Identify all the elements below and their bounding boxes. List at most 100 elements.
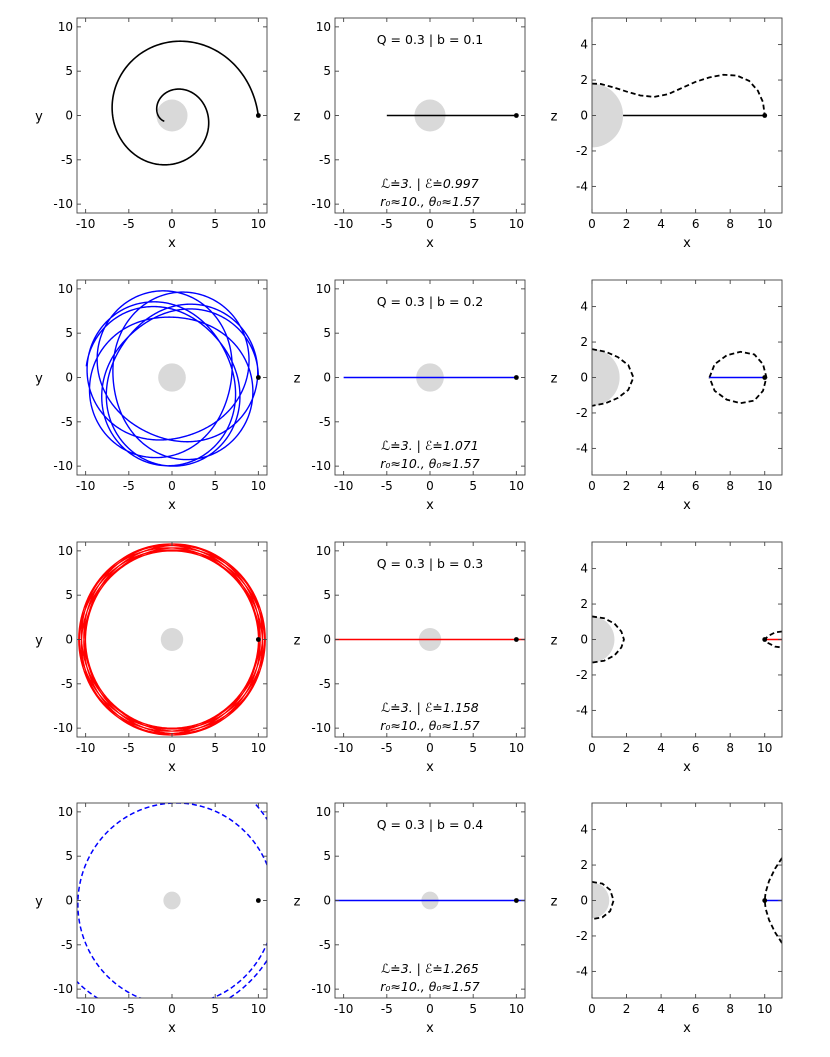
annotation-line-1: ℒ≐3. | ℰ≐0.997: [381, 176, 478, 191]
x-axis-label: x: [426, 236, 434, 251]
x-tick-label: -10: [76, 217, 96, 231]
horizon-disk: [163, 891, 181, 910]
x-tick-label: 4: [657, 217, 665, 231]
y-tick-label: -5: [319, 677, 331, 691]
y-tick-label: 2: [580, 597, 588, 611]
y-tick-label: 0: [580, 894, 588, 908]
plot-area: [335, 891, 525, 910]
annotation-line-1: ℒ≐3. | ℰ≐1.071: [381, 438, 478, 453]
x-tick-label: 0: [168, 741, 176, 755]
y-tick-label: -2: [576, 668, 588, 682]
plot-area: [77, 803, 267, 998]
horizon-disk: [158, 363, 186, 392]
y-tick-label: 5: [323, 64, 331, 78]
x-tick-label: 6: [692, 479, 700, 493]
y-tick-label: 0: [323, 894, 331, 908]
y-tick-label: -5: [319, 938, 331, 952]
y-tick-label: -10: [53, 982, 73, 996]
y-tick-label: -10: [311, 459, 331, 473]
plot-area: [592, 348, 768, 407]
y-tick-label: 4: [580, 562, 588, 576]
y-tick-label: 10: [58, 282, 73, 296]
y-tick-label: 0: [323, 371, 331, 385]
x-tick-label: 2: [623, 741, 631, 755]
x-tick-label: -10: [334, 217, 354, 231]
x-tick-label: 5: [211, 479, 219, 493]
x-axis-label: x: [426, 760, 434, 775]
y-axis-label: y: [35, 372, 43, 387]
y-tick-label: 10: [58, 805, 73, 819]
annotation-line-2: r₀≈10., θ₀≈1.57: [380, 718, 479, 733]
x-tick-label: 10: [509, 1002, 524, 1016]
y-tick-label: -4: [576, 441, 588, 455]
start-point-marker: [255, 375, 261, 380]
x-tick-label: 0: [426, 741, 434, 755]
start-point-marker: [762, 113, 768, 118]
y-tick-label: 10: [58, 20, 73, 34]
x-tick-label: 10: [757, 479, 772, 493]
y-tick-label: 10: [316, 282, 331, 296]
x-tick-label: 6: [692, 217, 700, 231]
y-tick-label: 2: [580, 858, 588, 872]
x-tick-label: -5: [123, 741, 135, 755]
y-tick-label: -10: [311, 721, 331, 735]
x-tick-label: 0: [168, 217, 176, 231]
x-tick-label: 4: [657, 1002, 665, 1016]
y-tick-label: 10: [58, 544, 73, 558]
horizon-half-disk: [592, 616, 615, 663]
zero-velocity-curve: [763, 857, 782, 944]
orbit-trajectory: [85, 290, 260, 467]
x-tick-label: 8: [726, 479, 734, 493]
x-tick-label: 0: [588, 479, 596, 493]
y-axis-label: z: [551, 372, 558, 387]
y-tick-label: 4: [580, 38, 588, 52]
start-point-marker: [513, 637, 519, 642]
panel-title: Q = 0.3 | b = 0.3: [377, 556, 484, 571]
x-tick-label: 5: [211, 217, 219, 231]
y-tick-label: 5: [323, 326, 331, 340]
x-axis-label: x: [426, 1021, 434, 1036]
y-tick-label: 10: [316, 805, 331, 819]
y-tick-label: 10: [316, 544, 331, 558]
y-tick-label: 5: [323, 588, 331, 602]
annotation-line-1: ℒ≐3. | ℰ≐1.265: [381, 961, 478, 976]
y-tick-label: -10: [53, 721, 73, 735]
annotation-line-1: ℒ≐3. | ℰ≐1.158: [381, 700, 478, 715]
y-tick-label: -5: [61, 153, 73, 167]
x-axis-label: x: [168, 236, 176, 251]
x-tick-label: 0: [588, 217, 596, 231]
x-tick-label: 8: [726, 1002, 734, 1016]
y-tick-label: -5: [61, 677, 73, 691]
x-tick-label: 5: [469, 217, 477, 231]
zero-velocity-curve: [592, 615, 625, 664]
y-tick-label: 5: [323, 849, 331, 863]
start-point-marker: [255, 898, 261, 903]
x-axis-label: x: [168, 1021, 176, 1036]
y-tick-label: -2: [576, 406, 588, 420]
y-tick-label: 0: [65, 633, 73, 647]
y-tick-label: 5: [65, 64, 73, 78]
start-point-marker: [513, 375, 519, 380]
y-axis-label: y: [35, 634, 43, 649]
y-tick-label: 0: [580, 371, 588, 385]
y-tick-label: -4: [576, 703, 588, 717]
y-tick-label: 4: [580, 823, 588, 837]
plot-area: [111, 40, 261, 166]
plot-area: [592, 73, 768, 148]
x-tick-label: 2: [623, 479, 631, 493]
plot-area: [343, 363, 519, 392]
x-tick-label: 5: [469, 1002, 477, 1016]
x-tick-label: 0: [426, 1002, 434, 1016]
x-tick-label: 10: [251, 217, 266, 231]
horizon-half-disk: [592, 882, 610, 919]
y-tick-label: -4: [576, 964, 588, 978]
x-tick-label: 10: [757, 1002, 772, 1016]
x-tick-label: 6: [692, 741, 700, 755]
x-tick-label: 5: [211, 1002, 219, 1016]
x-tick-label: 0: [426, 217, 434, 231]
x-tick-label: 10: [251, 741, 266, 755]
